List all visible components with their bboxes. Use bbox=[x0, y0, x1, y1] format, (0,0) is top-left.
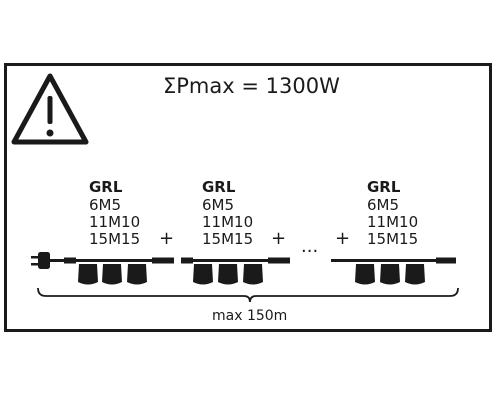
bulb-icon bbox=[218, 264, 238, 285]
plus-sign: + bbox=[271, 228, 286, 249]
warning-triangle-icon bbox=[11, 73, 89, 145]
model-group-3-head: GRL bbox=[367, 178, 401, 196]
bulb-icon bbox=[355, 264, 375, 285]
model-group-2-line-1: 6M5 bbox=[202, 196, 234, 214]
light-string-1 bbox=[31, 252, 174, 285]
model-group-3: GRL 6M5 11M10 15M15 bbox=[367, 178, 418, 248]
plug-prong-icon bbox=[31, 256, 39, 259]
bulb-icon bbox=[243, 264, 263, 285]
model-group-2: GRL 6M5 11M10 15M15 bbox=[202, 178, 253, 248]
model-group-1-line-1: 6M5 bbox=[89, 196, 121, 214]
model-group-1-line-2: 11M10 bbox=[89, 213, 140, 231]
connector-socket-icon bbox=[436, 257, 456, 264]
model-group-3-line-2: 11M10 bbox=[367, 213, 418, 231]
plug-icon bbox=[38, 252, 50, 269]
model-group-3-line-1: 6M5 bbox=[367, 196, 399, 214]
model-group-2-head: GRL bbox=[202, 178, 236, 196]
notice-frame bbox=[4, 63, 492, 332]
bulb-icon bbox=[405, 264, 425, 285]
light-string-3 bbox=[331, 257, 456, 285]
bulb-icon bbox=[380, 264, 400, 285]
ellipsis: ... bbox=[301, 236, 318, 257]
model-group-1-line-3: 15M15 bbox=[89, 230, 140, 248]
bulb-icon bbox=[193, 264, 213, 285]
plus-sign: + bbox=[335, 228, 350, 249]
total-power-title: ΣPmax = 1300W bbox=[163, 74, 340, 98]
model-group-3-line-3: 15M15 bbox=[367, 230, 418, 248]
max-length-label: max 150m bbox=[212, 308, 287, 324]
plus-sign: + bbox=[159, 228, 174, 249]
light-string-2 bbox=[181, 257, 290, 285]
length-brace bbox=[37, 287, 459, 303]
connector-socket-icon bbox=[268, 257, 290, 264]
model-group-2-line-3: 15M15 bbox=[202, 230, 253, 248]
plug-prong-icon bbox=[31, 263, 39, 266]
bulb-icon bbox=[78, 264, 98, 285]
model-group-1: GRL 6M5 11M10 15M15 bbox=[89, 178, 140, 248]
model-group-1-head: GRL bbox=[89, 178, 123, 196]
bulb-icon bbox=[127, 264, 147, 285]
bulb-icon bbox=[102, 264, 122, 285]
connector-socket-icon bbox=[152, 257, 174, 264]
model-group-2-line-2: 11M10 bbox=[202, 213, 253, 231]
